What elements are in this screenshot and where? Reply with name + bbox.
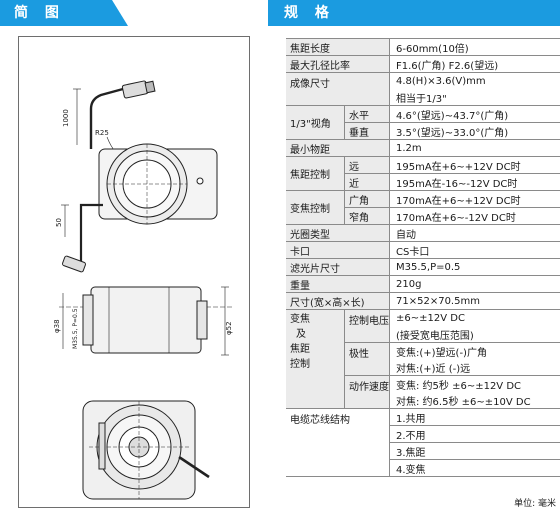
drawing-section-header: 简 图: [0, 0, 128, 26]
spec-row-min-dist: 最小物距 1.2m: [286, 139, 560, 157]
offset-label: 50: [55, 218, 63, 227]
spec-label: 滤光片尺寸: [286, 258, 390, 276]
spec-row-cable: 电缆芯线结构 1.共用: [286, 408, 560, 477]
cable-length-label: 1000: [62, 109, 70, 127]
top-view: 1000 R25 50: [55, 80, 218, 273]
spec-label: 成像尺寸: [286, 72, 390, 106]
spec-value: 6-60mm(10倍): [389, 38, 560, 56]
spec-row-cable-4: 4.变焦: [286, 459, 560, 477]
spec-value: 1.共用: [389, 408, 560, 426]
spec-row-view-angle-h: 1/3"视角 水平 4.6°(望远)~43.7°(广角): [286, 105, 560, 140]
spec-header-title: 规 格: [284, 5, 335, 21]
spec-label: 1/3"视角: [286, 105, 345, 140]
spec-label: 尺寸(宽×高×长): [286, 292, 390, 310]
spec-value: 变焦:(+)望远(-)广角: [389, 342, 560, 359]
spec-value: 2.不用: [389, 425, 560, 443]
side-view: φ38 M35.5, P=0.5 φ52: [53, 286, 234, 356]
spec-row-zoom-wide: 变焦控制 广角 170mA在+6~+12V DC时: [286, 190, 560, 225]
spec-label: 最小物距: [286, 139, 390, 157]
spec-value: 4.6°(望远)~43.7°(广角): [389, 105, 560, 123]
spec-value: 195mA在+6~+12V DC时: [389, 156, 560, 174]
spec-label: 焦距控制: [286, 156, 345, 191]
spec-row-dimensions: 尺寸(宽×高×长) 71×52×70.5mm: [286, 292, 560, 310]
spec-sublabel: 动作速度: [344, 375, 390, 409]
spec-row-image-size: 成像尺寸 4.8(H)×3.6(V)mm: [286, 72, 560, 106]
spec-sublabel: 控制电压: [344, 309, 390, 343]
spec-value: 170mA在+6~+12V DC时: [389, 190, 560, 208]
spec-sublabel: 近: [344, 173, 390, 191]
spec-value: 210g: [389, 275, 560, 293]
spec-row-voltage-2: (接受宽电压范围): [286, 326, 560, 343]
spec-value: 自动: [389, 224, 560, 242]
spec-table: 焦距长度 6-60mm(10倍) 最大孔径比率 F1.6(广角) F2.6(望远…: [286, 38, 560, 477]
lens-technical-drawing: 1000 R25 50: [53, 80, 234, 500]
spec-sublabel: 窄角: [344, 207, 390, 225]
spec-label: 卡口: [286, 241, 390, 259]
spec-row-zoom-tele: 窄角 170mA在+6~-12V DC时: [286, 207, 560, 225]
radius-label: R25: [95, 129, 109, 137]
spec-value: CS卡口: [389, 241, 560, 259]
spec-label-line: 控制: [290, 359, 310, 370]
drawing-frame: 1000 R25 50: [18, 36, 250, 508]
spec-value: 195mA在-16~-12V DC时: [389, 173, 560, 191]
spec-row-speed: 动作速度 变焦: 约5秒 ±6~±12V DC: [286, 375, 560, 409]
unit-label: 单位: 毫米: [514, 499, 556, 509]
spec-label: 光圈类型: [286, 224, 390, 242]
spec-value: 4.8(H)×3.6(V)mm: [389, 72, 560, 89]
spec-value: 4.变焦: [389, 459, 560, 477]
spec-value: 1.2m: [389, 139, 560, 157]
spec-label: 焦距长度: [286, 38, 390, 56]
spec-label-line: 及: [296, 329, 306, 340]
spec-value: 对焦:(+)近 (-)远: [389, 359, 560, 376]
spec-sublabel: 远: [344, 156, 390, 174]
spec-value: 3.焦距: [389, 442, 560, 460]
spec-row-focal: 焦距长度 6-60mm(10倍): [286, 38, 560, 56]
mount-thread-label: M35.5, P=0.5: [72, 308, 79, 349]
spec-value: M35.5,P=0.5: [389, 258, 560, 276]
spec-row-iris: 光圈类型 自动: [286, 224, 560, 242]
spec-row-mount: 卡口 CS卡口: [286, 241, 560, 259]
spec-value: 3.5°(望远)~33.0°(广角): [389, 122, 560, 140]
spec-value: 对焦: 约6.5秒 ±6~±10V DC: [389, 392, 560, 409]
spec-sublabel: 广角: [344, 190, 390, 208]
spec-sublabel: 极性: [344, 342, 390, 376]
spec-row-view-angle-v: 垂直 3.5°(望远)~33.0°(广角): [286, 122, 560, 140]
spec-label-zoom-focus: 变焦 及 焦距 控制: [286, 309, 345, 409]
spec-label: 重量: [286, 275, 390, 293]
spec-value: 相当于1/3": [389, 89, 560, 106]
side-body: [90, 286, 202, 354]
spec-row-image-size-2: 相当于1/3": [286, 89, 560, 106]
spec-value: 170mA在+6~-12V DC时: [389, 207, 560, 225]
diameter-38-label: φ38: [53, 319, 61, 333]
spec-label-line: 变焦: [290, 314, 310, 325]
spec-value: (接受宽电压范围): [389, 326, 560, 343]
spec-row-polarity-2: 对焦:(+)近 (-)远: [286, 359, 560, 376]
lower-cable-plug: [62, 255, 86, 273]
spec-value: 变焦: 约5秒 ±6~±12V DC: [389, 375, 560, 392]
spec-row-polarity: 极性 变焦:(+)望远(-)广角: [286, 342, 560, 376]
spec-section-header: 规 格: [268, 0, 560, 26]
diameter-52-label: φ52: [225, 321, 233, 335]
spec-row-filter: 滤光片尺寸 M35.5,P=0.5: [286, 258, 560, 276]
spec-row-speed-2: 对焦: 约6.5秒 ±6~±10V DC: [286, 392, 560, 409]
spec-label-line: 焦距: [290, 344, 310, 355]
cable-connector: [121, 80, 149, 99]
spec-row-voltage: 变焦 及 焦距 控制 控制电压 ±6~±12V DC: [286, 309, 560, 409]
spec-row-cable-2: 2.不用: [286, 425, 560, 443]
spec-row-weight: 重量 210g: [286, 275, 560, 293]
spec-value: ±6~±12V DC: [389, 309, 560, 326]
spec-value: F1.6(广角) F2.6(望远): [389, 55, 560, 73]
spec-row-aperture: 最大孔径比率 F1.6(广角) F2.6(望远): [286, 55, 560, 73]
spec-value: 71×52×70.5mm: [389, 292, 560, 310]
spec-sublabel: 垂直: [344, 122, 390, 140]
spec-label: 电缆芯线结构: [286, 408, 390, 477]
spec-row-focus-far: 焦距控制 远 195mA在+6~+12V DC时: [286, 156, 560, 191]
spec-label: 变焦控制: [286, 190, 345, 225]
spec-sublabel: 水平: [344, 105, 390, 123]
front-view: [82, 400, 210, 500]
spec-row-focus-near: 近 195mA在-16~-12V DC时: [286, 173, 560, 191]
spec-label: 最大孔径比率: [286, 55, 390, 73]
spec-row-cable-3: 3.焦距: [286, 442, 560, 460]
